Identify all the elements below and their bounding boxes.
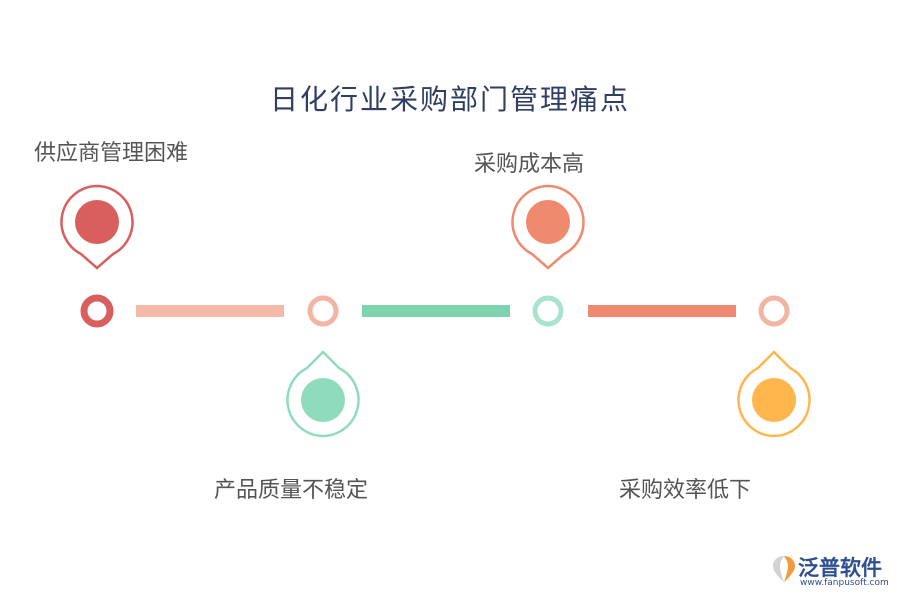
timeline-node-4 xyxy=(758,295,790,327)
timeline-node-2 xyxy=(307,295,339,327)
pin-marker-4 xyxy=(737,350,811,438)
connector-bar-3 xyxy=(588,305,736,317)
logo-name: 泛普软件 xyxy=(798,556,882,580)
timeline-node-1 xyxy=(80,294,114,328)
pain-point-label-2: 产品质量不稳定 xyxy=(214,478,369,503)
logo-url: www.fanpusoft.com xyxy=(800,578,889,588)
pain-point-label-3: 采购成本高 xyxy=(474,152,585,177)
location-pin-icon xyxy=(773,556,795,582)
connector-bar-2 xyxy=(362,305,510,317)
pin-marker-3 xyxy=(511,184,585,270)
connector-bar-1 xyxy=(136,305,284,317)
page-title: 日化行业采购部门管理痛点 xyxy=(269,83,630,116)
pin-marker-2 xyxy=(286,350,360,438)
brand-logo: 泛普软件 www.fanpusoft.com xyxy=(770,552,895,588)
pin-marker-1 xyxy=(60,184,134,270)
pain-point-label-1: 供应商管理困难 xyxy=(34,141,189,166)
pain-point-label-4: 采购效率低下 xyxy=(619,478,752,503)
timeline-node-3 xyxy=(532,295,564,327)
